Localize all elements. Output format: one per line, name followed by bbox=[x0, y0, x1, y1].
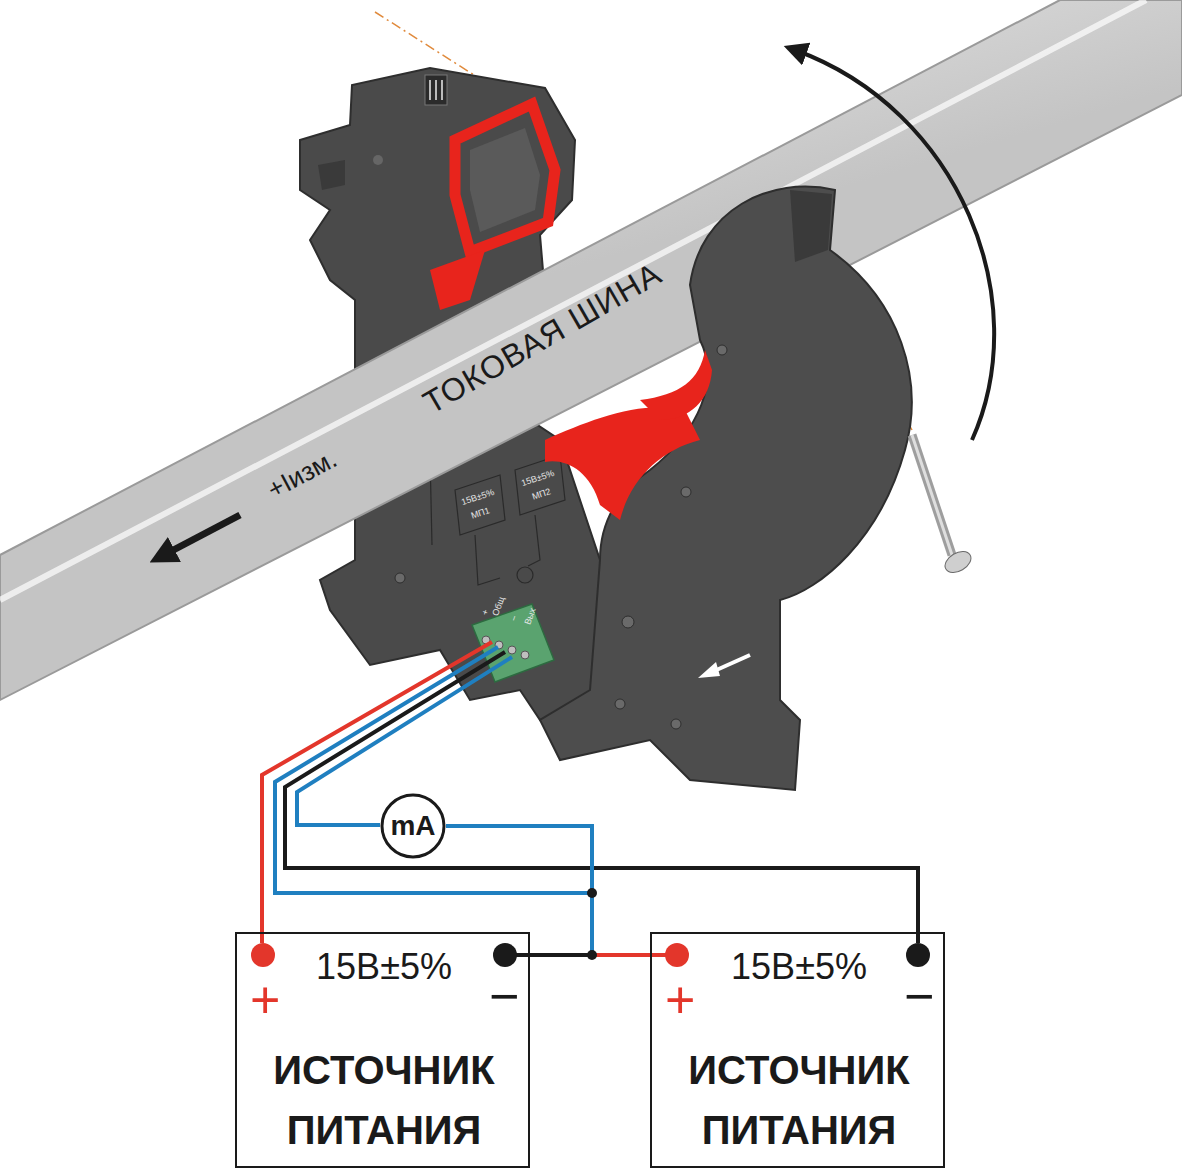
power-supply-box: +15В±5% − ИСТОЧНИК ПИТАНИЯ bbox=[650, 932, 945, 1168]
screw bbox=[373, 155, 383, 165]
meter-outline bbox=[380, 793, 446, 859]
voltage-rating: 15В±5% bbox=[731, 949, 867, 985]
pin-name: − bbox=[510, 614, 520, 622]
meter-symbol: mA bbox=[390, 812, 435, 840]
core-red bbox=[545, 407, 700, 520]
plate-text: 15В±5% bbox=[520, 468, 555, 487]
connector-pin bbox=[441, 80, 443, 100]
sensor-jaw bbox=[540, 187, 912, 790]
bar-highlight bbox=[0, 0, 1146, 600]
pin-name: Вых bbox=[523, 606, 537, 625]
supply-name: ИСТОЧНИК ПИТАНИЯ bbox=[674, 1040, 924, 1160]
polarity-plus: + bbox=[665, 974, 695, 1026]
wire-segment bbox=[592, 953, 650, 957]
supply-name: ИСТОЧНИК ПИТАНИЯ bbox=[259, 1040, 509, 1160]
junction-dot bbox=[587, 950, 597, 960]
polarity-minus: − bbox=[904, 970, 934, 1022]
direction-arrow bbox=[698, 662, 720, 678]
polarity-plus: + bbox=[250, 974, 280, 1026]
terminal-screw bbox=[482, 636, 529, 659]
terminal-block bbox=[472, 604, 554, 682]
core-red bbox=[640, 350, 712, 420]
power-supply-box: +15В±5% − ИСТОЧНИК ПИТАНИЯ bbox=[235, 932, 530, 1168]
connector-pin bbox=[429, 80, 431, 100]
voltage-rating: 15В±5% bbox=[316, 949, 452, 985]
core-window bbox=[455, 104, 555, 252]
junction-dot bbox=[587, 888, 597, 898]
jaw-slot bbox=[790, 190, 832, 262]
wire bbox=[262, 642, 918, 955]
pin-name: Общ bbox=[491, 595, 506, 616]
connector-pin bbox=[435, 80, 437, 100]
plate-text: МП1 bbox=[470, 506, 491, 520]
pin-name: + bbox=[481, 608, 491, 616]
current-arrow bbox=[162, 515, 240, 556]
meter-circle: mA bbox=[380, 793, 446, 859]
bus-bar-label: ТОКОВАЯ ШИНА bbox=[418, 257, 667, 419]
current-label: +Iизм. bbox=[263, 445, 341, 503]
plate-text: 15В±5% bbox=[460, 487, 495, 506]
bolt bbox=[912, 435, 952, 555]
core-insert bbox=[470, 128, 540, 232]
rotation-arrow bbox=[795, 50, 994, 440]
core-red bbox=[430, 250, 485, 310]
plate-schematic bbox=[430, 455, 565, 585]
bolt bbox=[912, 435, 952, 555]
bus-bar bbox=[0, 0, 1182, 700]
polarity-minus: − bbox=[489, 970, 519, 1022]
meter-ring bbox=[382, 795, 444, 857]
plate-text: МП2 bbox=[531, 487, 552, 501]
bolt-head bbox=[941, 547, 974, 577]
connecting-wire bbox=[446, 826, 650, 955]
sensor-ear bbox=[318, 160, 345, 190]
connector-slot bbox=[425, 75, 447, 105]
